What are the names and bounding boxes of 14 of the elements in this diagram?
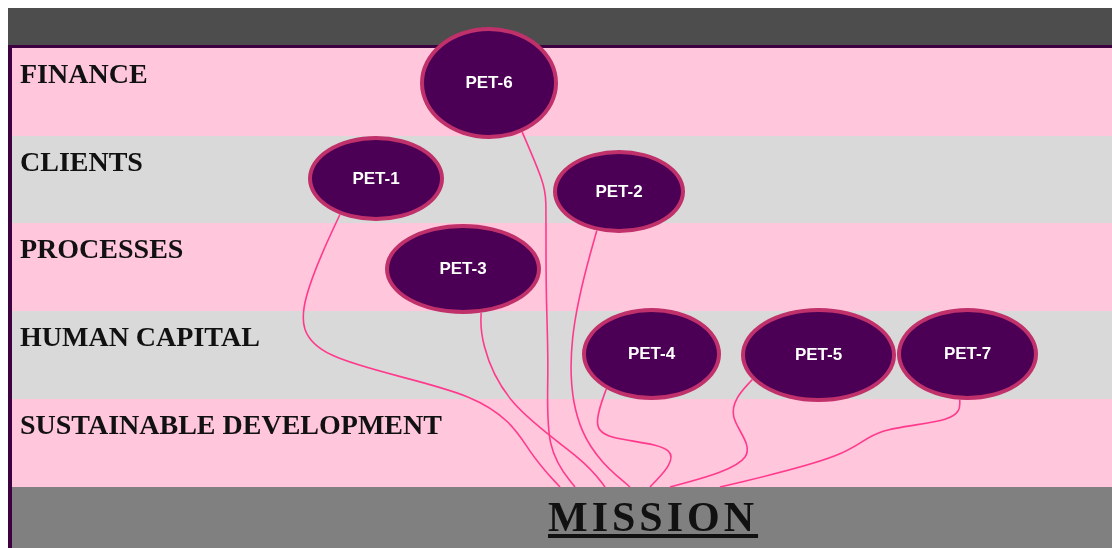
connector-curve: [596, 388, 672, 488]
band-label: SUSTAINABLE DEVELOPMENT: [20, 409, 442, 441]
connector-curve: [669, 378, 754, 488]
band-label: CLIENTS: [20, 146, 143, 178]
connector-curve: [480, 311, 606, 488]
band-label: HUMAN CAPITAL: [20, 321, 260, 353]
band-label: PROCESSES: [20, 233, 184, 265]
connector-curve: [521, 131, 576, 488]
mission-band: [8, 487, 1112, 548]
connector-curve: [719, 398, 961, 488]
connector-curve: [302, 213, 561, 488]
band-label: FINANCE: [20, 58, 148, 90]
connector-curve: [570, 229, 631, 488]
mission-title: MISSION: [548, 493, 759, 541]
